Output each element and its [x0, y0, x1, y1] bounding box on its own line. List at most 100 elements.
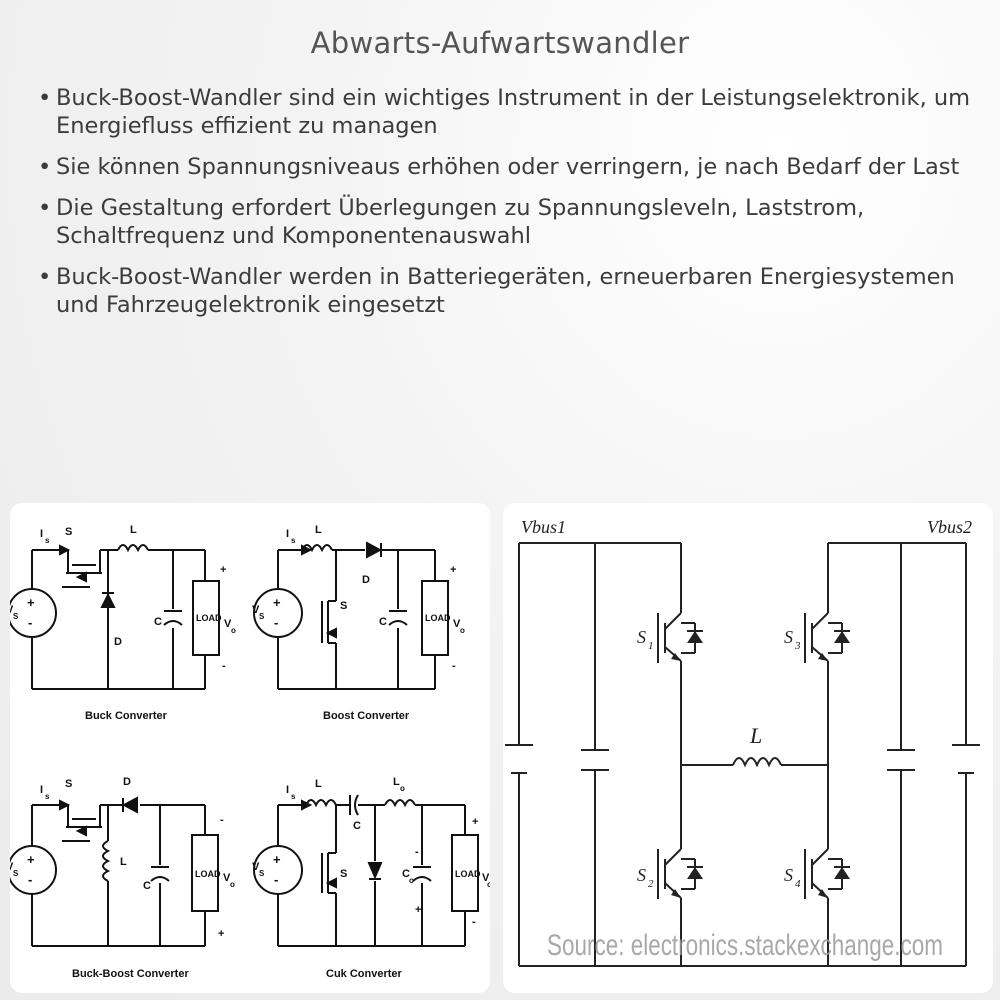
svg-text:LOAD: LOAD — [425, 613, 451, 623]
svg-text:LOAD: LOAD — [195, 869, 221, 879]
svg-text:C: C — [154, 616, 162, 628]
svg-text:C: C — [353, 820, 361, 832]
svg-text:S: S — [784, 627, 793, 647]
svg-text:+: + — [472, 816, 478, 828]
svg-text:+: + — [218, 928, 224, 940]
svg-text:S: S — [340, 868, 347, 880]
cuk-converter-circuit — [277, 794, 466, 947]
svg-text:S: S — [65, 526, 72, 538]
svg-text:+: + — [273, 595, 281, 610]
buck-boost-converter-circuit — [31, 804, 206, 947]
bullet-list: Buck-Boost-Wandler sind ein wichtiges In… — [38, 84, 978, 332]
s1-diode-icon — [687, 631, 703, 643]
svg-text:I: I — [286, 784, 289, 796]
svg-text:L: L — [130, 524, 137, 536]
svg-text:-: - — [415, 846, 419, 858]
svg-text:s: s — [291, 536, 296, 545]
svg-text:S: S — [637, 865, 646, 885]
svg-text:C: C — [143, 880, 151, 892]
svg-text:L: L — [315, 524, 322, 536]
svg-text:D: D — [114, 636, 122, 648]
buckboost-diode-icon — [121, 796, 138, 814]
svg-text:Buck-Boost Converter: Buck-Boost Converter — [72, 968, 189, 980]
buck-converter-circuit — [31, 544, 206, 690]
svg-text:V: V — [252, 604, 260, 616]
svg-text:+: + — [27, 852, 35, 867]
converter-topologies-panel: +- +- +- +- Is S L D C LOAD Vo + - VS Bu… — [10, 503, 490, 993]
s3-diode-icon — [834, 631, 850, 643]
boost-converter-circuit — [277, 544, 436, 690]
svg-text:4: 4 — [795, 878, 801, 890]
svg-text:-: - — [220, 814, 224, 826]
svg-text:o: o — [487, 880, 490, 889]
svg-text:S: S — [13, 612, 19, 621]
svg-text:S: S — [13, 869, 19, 878]
four-switch-buck-boost-diagram: Vbus1 Vbus2 L S 1 S 2 S 3 S 4 Source: el… — [505, 517, 980, 967]
bullet-item: Buck-Boost-Wandler sind ein wichtiges In… — [38, 84, 978, 140]
svg-text:-: - — [28, 615, 32, 630]
svg-text:V: V — [252, 861, 260, 873]
svg-text:-: - — [472, 916, 476, 928]
svg-text:V: V — [10, 861, 14, 873]
cuk-diode-icon — [367, 862, 383, 880]
inductor-label: L — [749, 723, 762, 748]
svg-text:+: + — [273, 852, 281, 867]
svg-text:C: C — [379, 616, 387, 628]
svg-text:3: 3 — [794, 640, 801, 652]
svg-text:I: I — [286, 528, 289, 540]
svg-text:S: S — [637, 627, 646, 647]
bullet-item: Sie können Spannungsniveaus erhöhen oder… — [38, 153, 978, 181]
igbt-diodes — [671, 631, 850, 898]
svg-text:+: + — [220, 564, 226, 576]
svg-text:LOAD: LOAD — [196, 613, 222, 623]
boost-diode-icon — [366, 541, 383, 559]
svg-text:s: s — [45, 536, 50, 545]
svg-text:V: V — [10, 604, 14, 616]
svg-text:+: + — [415, 904, 421, 916]
svg-text:s: s — [291, 792, 296, 801]
s2-diode-icon — [687, 867, 703, 879]
svg-text:o: o — [460, 626, 465, 635]
svg-text:I: I — [40, 528, 43, 540]
svg-text:+: + — [27, 595, 35, 610]
bullet-item: Buck-Boost-Wandler werden in Batterieger… — [38, 263, 978, 319]
svg-text:L: L — [315, 778, 322, 790]
svg-text:S: S — [65, 778, 72, 790]
svg-text:1: 1 — [648, 640, 654, 652]
svg-text:2: 2 — [648, 878, 654, 890]
svg-text:Cuk Converter: Cuk Converter — [326, 968, 403, 980]
svg-text:-: - — [452, 660, 456, 672]
svg-text:-: - — [274, 615, 278, 630]
svg-text:L: L — [120, 856, 127, 868]
converter-topologies-diagram: +- +- +- +- Is S L D C LOAD Vo + - VS Bu… — [10, 524, 490, 980]
s4-diode-icon — [834, 867, 850, 879]
page-title: Abwarts-Aufwartswandler — [310, 26, 690, 60]
four-switch-buck-boost-panel: Vbus1 Vbus2 L S 1 S 2 S 3 S 4 Source: el… — [503, 503, 993, 993]
svg-text:s: s — [45, 792, 50, 801]
svg-text:I: I — [40, 784, 43, 796]
switch-s3 — [804, 612, 850, 663]
svg-text:V: V — [224, 618, 232, 630]
buck-diode-icon — [100, 592, 116, 608]
vbus2-label: Vbus2 — [927, 517, 972, 537]
svg-text:S: S — [259, 869, 265, 878]
svg-text:S: S — [784, 865, 793, 885]
svg-text:o: o — [409, 876, 414, 885]
source-credit: Source: electronics.stackexchange.com — [547, 929, 943, 962]
svg-text:D: D — [123, 776, 131, 788]
svg-text:o: o — [230, 880, 235, 889]
svg-text:o: o — [231, 626, 236, 635]
vbus1-label: Vbus1 — [521, 517, 566, 537]
svg-text:C: C — [402, 868, 410, 880]
svg-text:V: V — [453, 618, 461, 630]
svg-text:Boost Converter: Boost Converter — [323, 710, 410, 722]
svg-text:LOAD: LOAD — [455, 869, 481, 879]
svg-text:+: + — [450, 564, 456, 576]
svg-text:-: - — [222, 660, 226, 672]
bullet-item: Die Gestaltung erfordert Überlegungen zu… — [38, 194, 978, 250]
svg-text:V: V — [482, 872, 490, 884]
svg-text:L: L — [393, 776, 400, 788]
svg-text:-: - — [28, 872, 32, 887]
svg-text:S: S — [340, 600, 347, 612]
svg-text:V: V — [223, 872, 231, 884]
